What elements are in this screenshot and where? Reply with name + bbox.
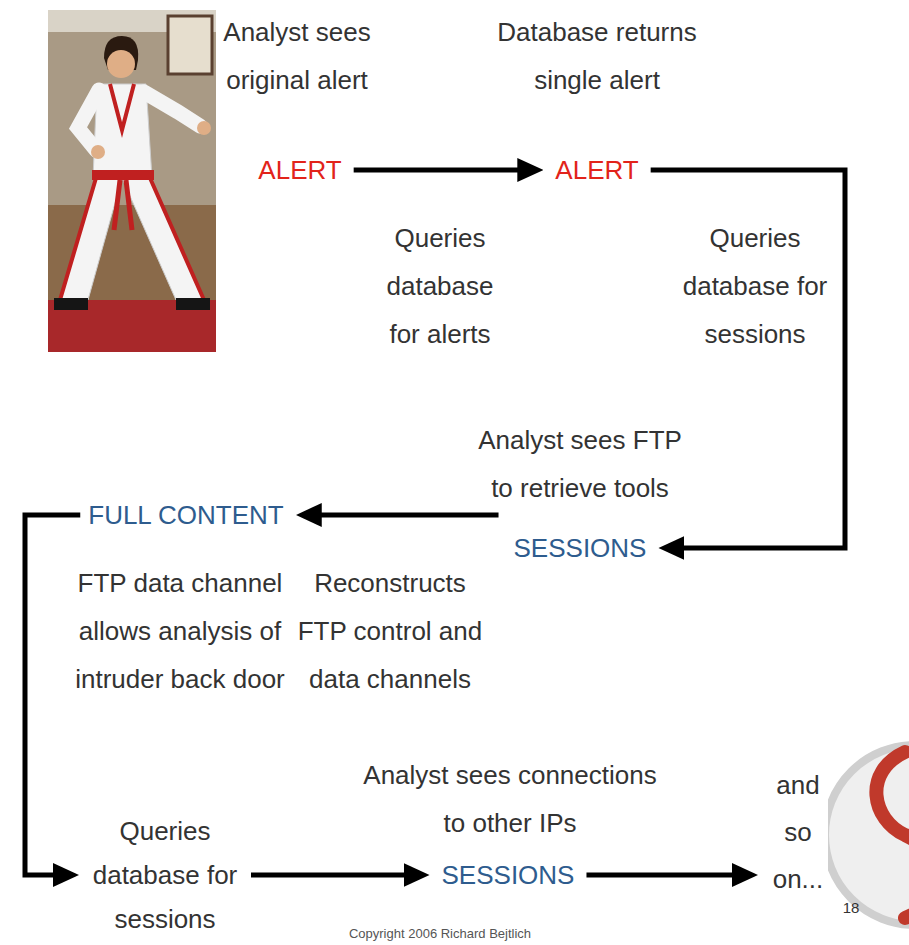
stage-caption: FTP data channel allows analysis of intr… — [68, 559, 292, 703]
stage-title: FULL CONTENT — [88, 499, 284, 531]
copyright-note: Copyright 2006 Richard Bejtlich — [275, 926, 605, 942]
stage-text: Queries database for sessions — [89, 809, 241, 941]
stage-node: ALERTDatabase returns single alert — [555, 154, 638, 186]
logo-circle — [825, 745, 909, 925]
photo — [48, 10, 216, 352]
stage-node: SESSIONSAnalyst sees connections to othe… — [442, 859, 575, 891]
flow-arrow — [651, 170, 845, 548]
photo-left-arm — [78, 90, 99, 150]
text-holder: Database returns single alert — [491, 8, 703, 104]
stage-node: ALERTAnalyst sees original alert — [258, 154, 341, 186]
flow-arrow — [25, 515, 80, 875]
photo-right-arm — [144, 92, 200, 126]
edge-label: Reconstructs FTP control and data channe… — [293, 559, 487, 703]
photo-right-leg — [122, 178, 204, 300]
logo-s — [876, 752, 909, 918]
label-holder: Reconstructs FTP control and data channe… — [293, 559, 487, 703]
flow-arrow — [310, 513, 499, 518]
photo-pant-trim — [60, 178, 204, 300]
photo-left-shoe — [54, 298, 88, 310]
stage-caption: Analyst sees original alert — [212, 8, 382, 104]
slide-number: 18 — [834, 899, 868, 917]
stage-title: ALERT — [258, 154, 341, 186]
stage-node: and so on... — [768, 762, 828, 903]
photo-right-fist — [197, 121, 211, 135]
stage-node: SESSIONSAnalyst sees FTP to retrieve too… — [514, 532, 647, 564]
stage-caption: Database returns single alert — [491, 8, 703, 104]
stage-title: SESSIONS — [442, 859, 575, 891]
text-holder: Analyst sees original alert — [212, 8, 382, 104]
photo-right-shoe — [176, 298, 210, 310]
stage-node: Queries database for sessions — [89, 809, 241, 941]
photo-head — [107, 50, 135, 78]
flow-arrow — [354, 168, 530, 173]
photo-frame — [168, 16, 212, 74]
stage-title: ALERT — [555, 154, 638, 186]
stage-node: FULL CONTENTFTP data channel allows anal… — [88, 499, 284, 531]
stage-caption: Analyst sees connections to other IPs — [359, 751, 661, 847]
flow-arrow — [251, 873, 416, 878]
photo-left-fist — [91, 145, 105, 159]
photo-belt — [92, 170, 154, 180]
edge-label: Queries database for alerts — [380, 214, 500, 358]
label-holder: 18 — [834, 899, 868, 917]
label-holder: Queries database for alerts — [380, 214, 500, 358]
label-holder: Queries database for sessions — [679, 214, 831, 358]
label-holder: Copyright 2006 Richard Bejtlich — [275, 926, 605, 942]
photo-lapel — [110, 84, 134, 130]
stage-title: SESSIONS — [514, 532, 647, 564]
stage-text: and so on... — [768, 762, 828, 903]
text-holder: FTP data channel allows analysis of intr… — [68, 559, 292, 703]
logo — [825, 745, 909, 925]
edge-label: Queries database for sessions — [679, 214, 831, 358]
photo-wall — [48, 10, 216, 352]
flow-arrow — [586, 873, 744, 878]
text-holder: Analyst sees connections to other IPs — [359, 751, 661, 847]
photo-belt-ends — [114, 180, 132, 230]
stage-caption: Analyst sees FTP to retrieve tools — [474, 416, 686, 512]
text-holder: Analyst sees FTP to retrieve tools — [474, 416, 686, 512]
